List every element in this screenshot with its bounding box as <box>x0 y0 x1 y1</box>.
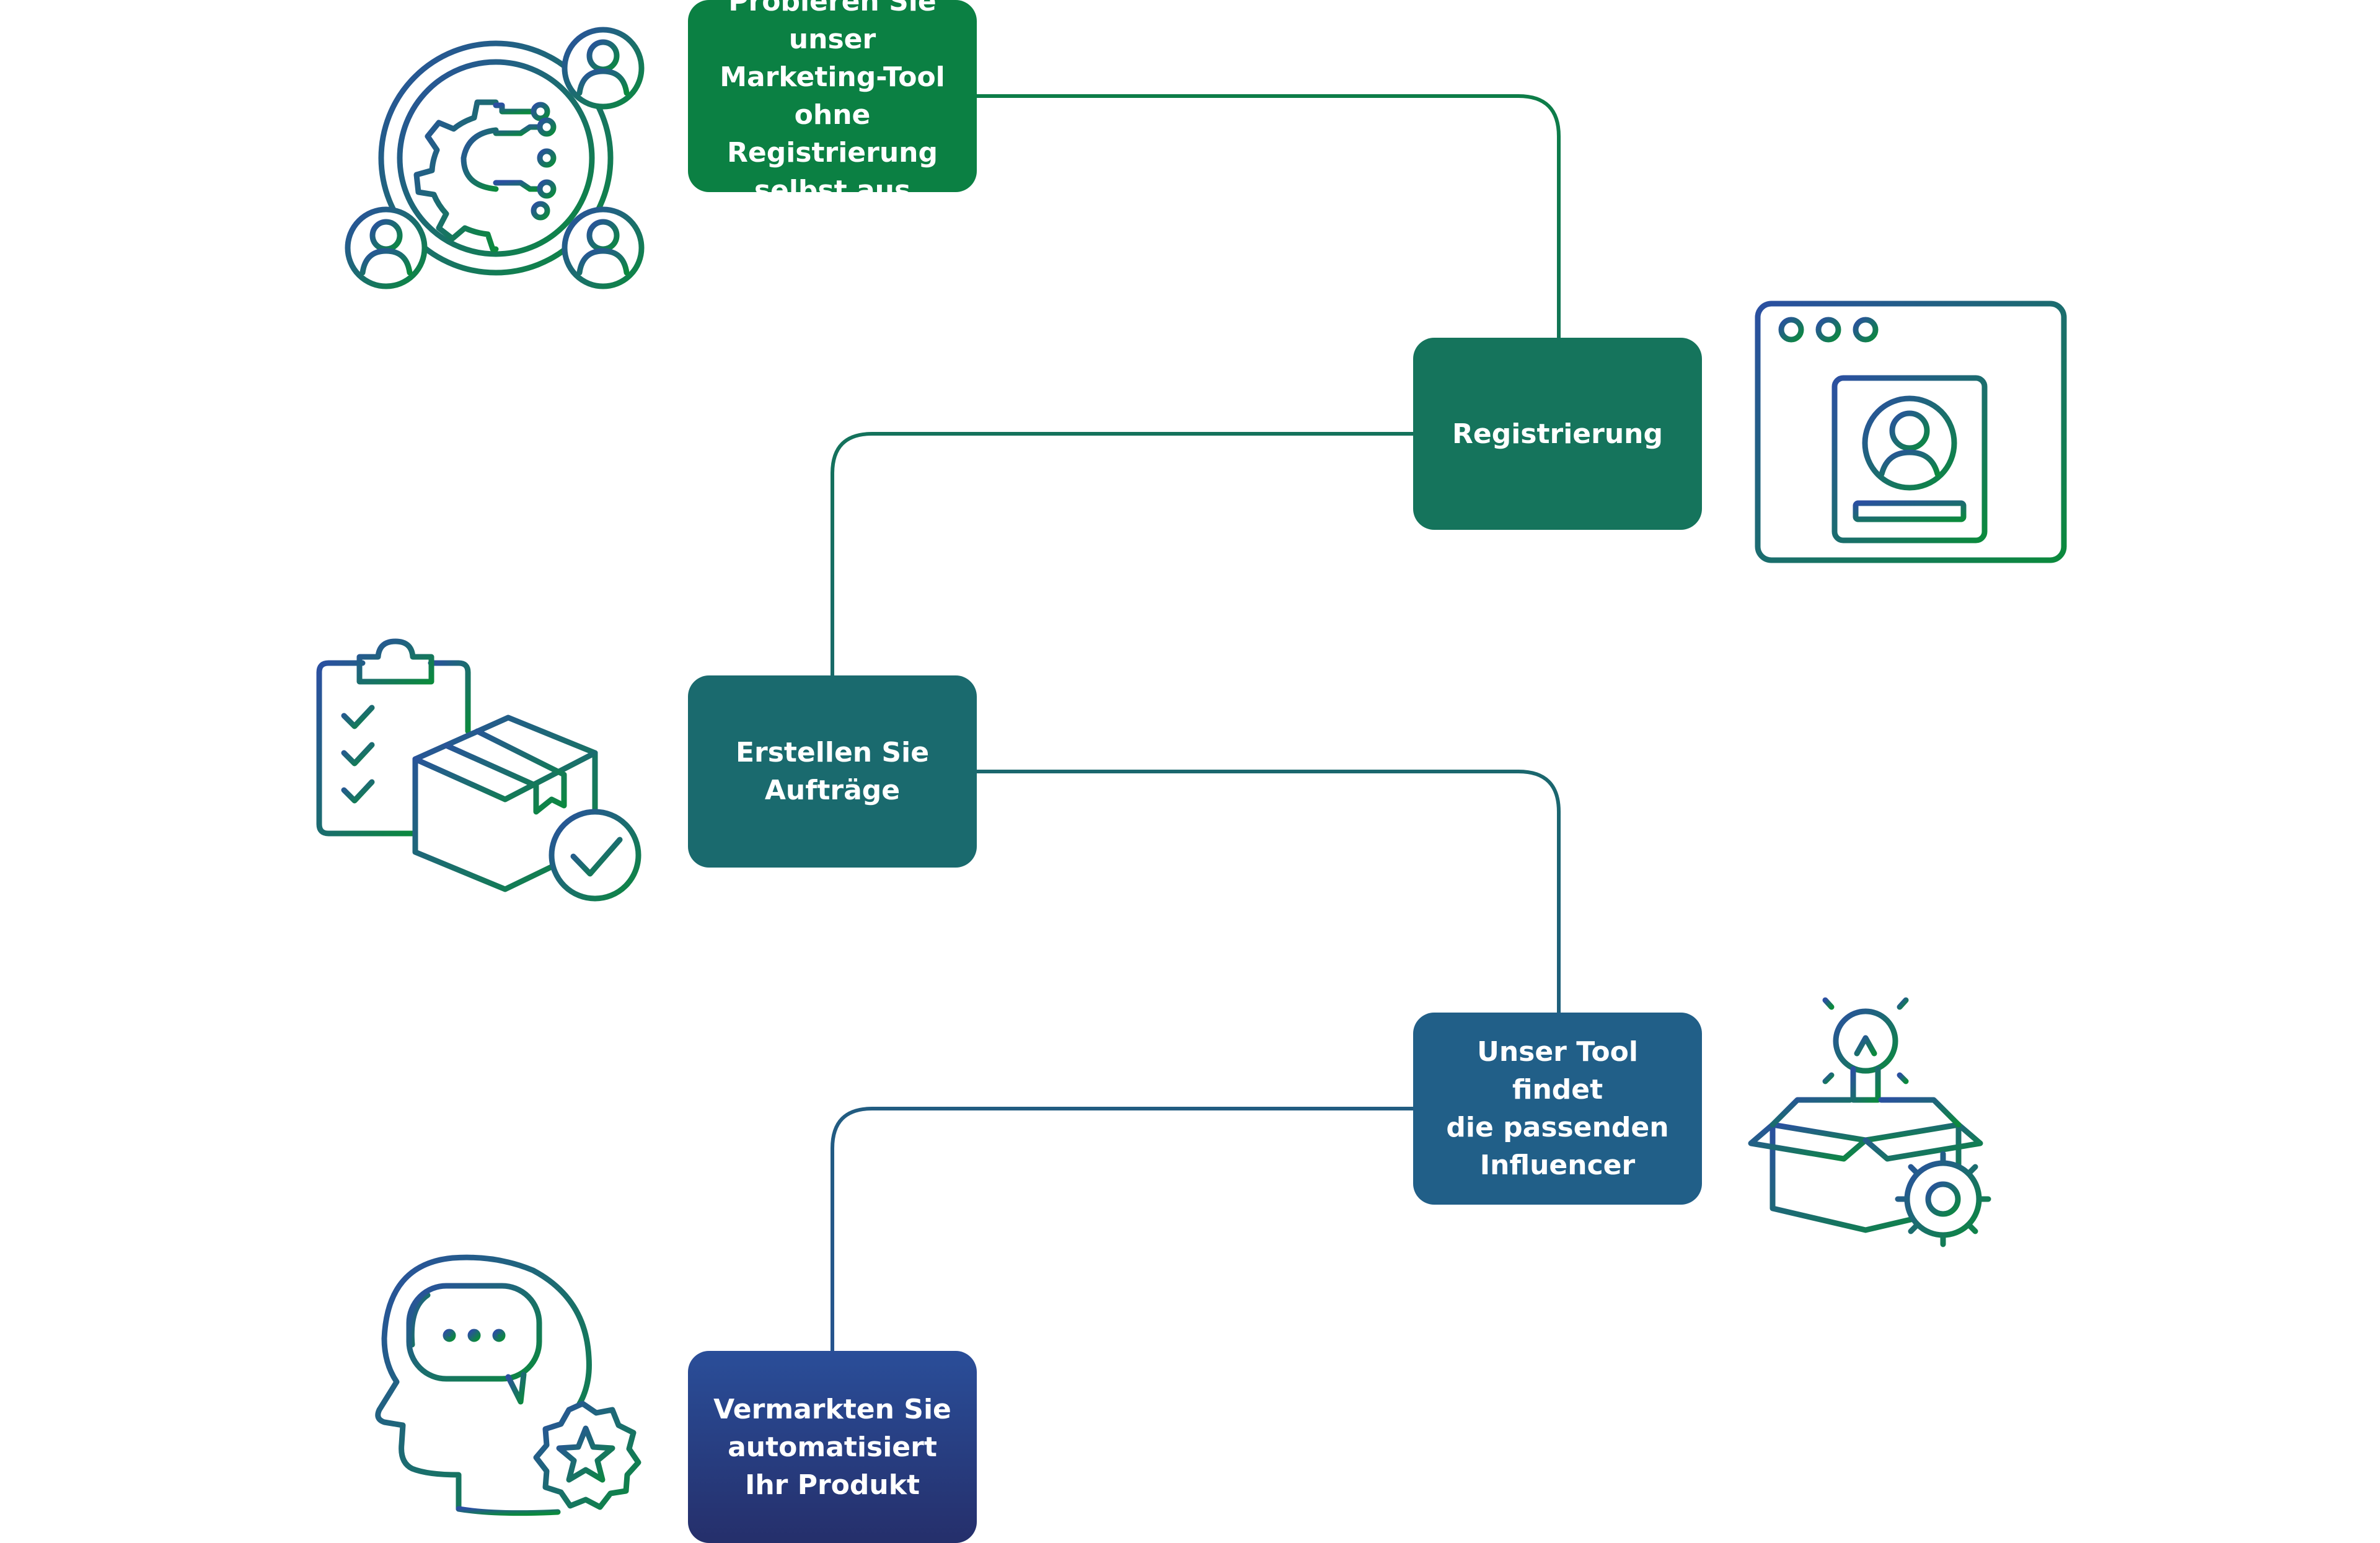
step-label: Registrierung <box>1452 418 1663 450</box>
connector-4-5 <box>831 1107 1413 1351</box>
connector-1-2 <box>977 94 1561 338</box>
step-label: Erstellen Sie Aufträge <box>735 737 930 806</box>
step-box-market-product: Vermarkten Sie automatisiert Ihr Produkt <box>688 1351 977 1543</box>
step-label: Probieren Sie unser Marketing-Tool ohne … <box>720 0 945 206</box>
connector-3-4 <box>977 770 1561 1013</box>
step-box-find-influencers: Unser Tool findet die passenden Influenc… <box>1413 1013 1702 1205</box>
step-box-registration: Registrierung <box>1413 338 1702 530</box>
connector-2-3 <box>831 432 1413 675</box>
step-label: Unser Tool findet die passenden Influenc… <box>1446 1036 1669 1181</box>
step-label: Vermarkten Sie automatisiert Ihr Produkt <box>713 1393 951 1501</box>
step-box-try-tool: Probieren Sie unser Marketing-Tool ohne … <box>688 0 977 206</box>
step-box-create-orders: Erstellen Sie Aufträge <box>688 675 977 868</box>
